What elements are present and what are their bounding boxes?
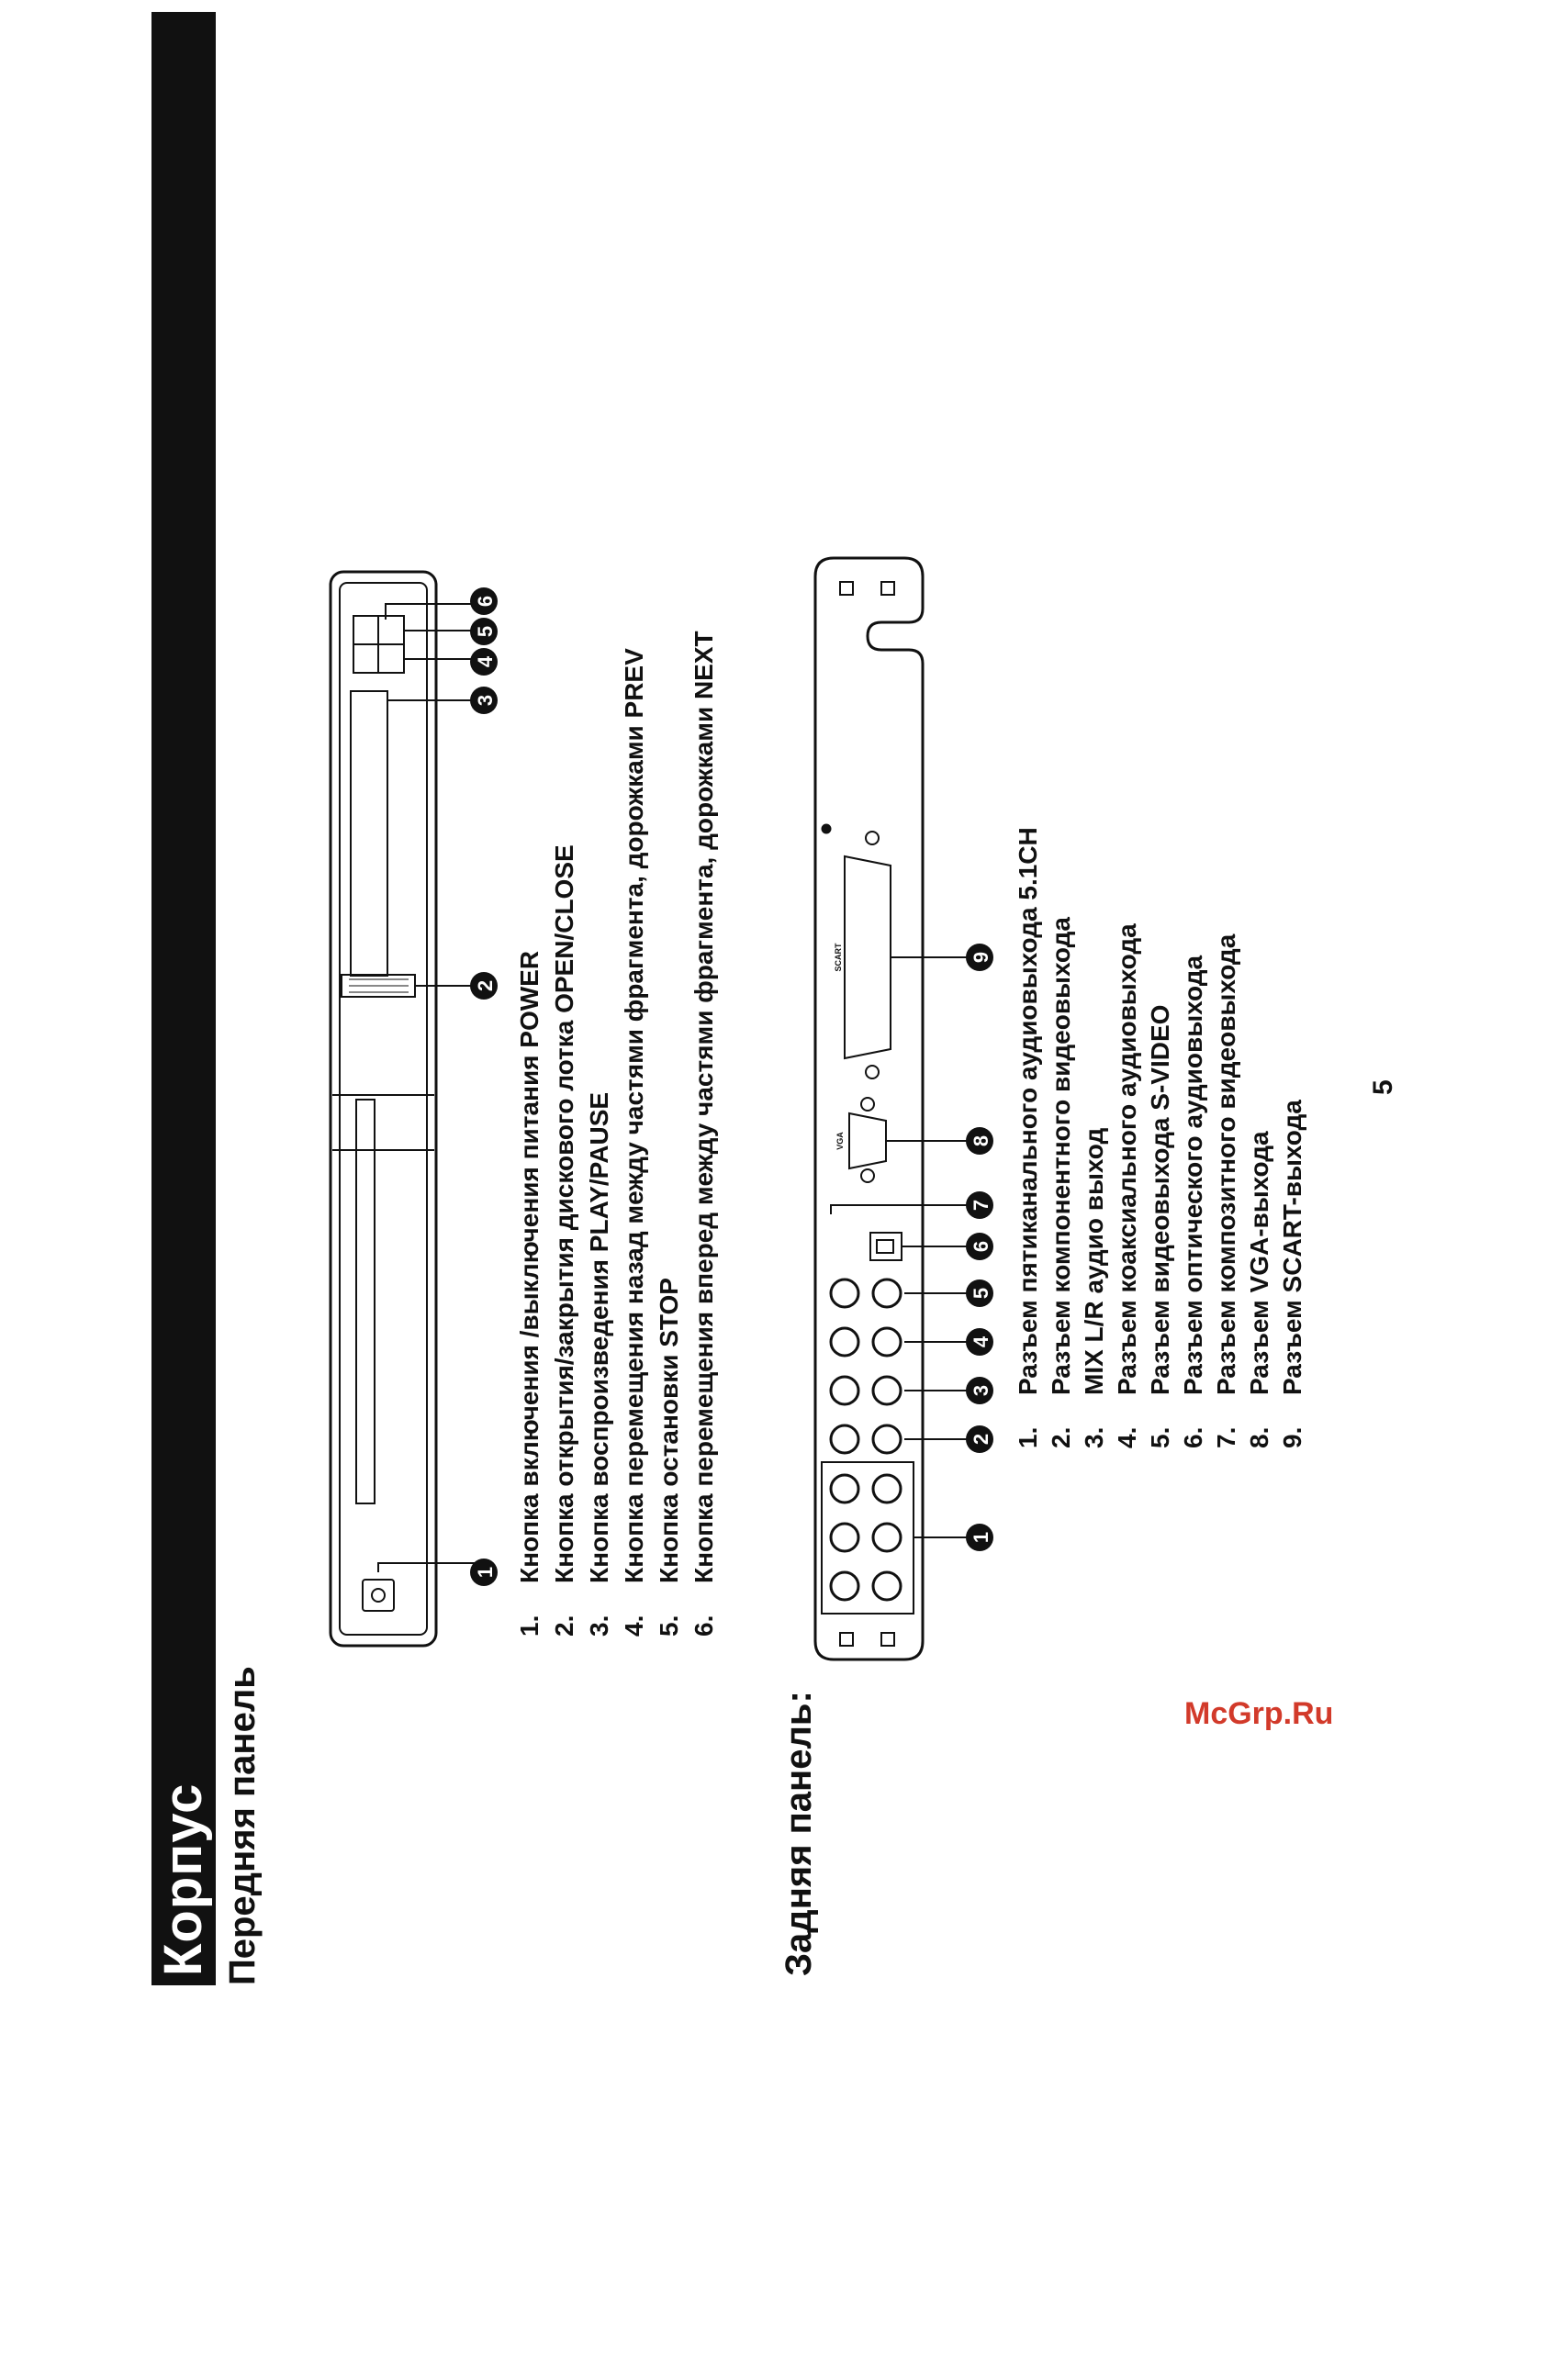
front-callout-2: 2 xyxy=(474,980,497,991)
rear-callout-3: 3 xyxy=(970,1385,992,1396)
front-callouts: 1 2 3 4 5 6 xyxy=(470,587,498,1586)
list-item: 1.Разъем пятиканального аудиовыхода 5.1C… xyxy=(1014,827,1042,1448)
rear-panel-outline xyxy=(813,556,925,1661)
rear-callout-1: 1 xyxy=(970,1532,992,1543)
scart-port-label: SCART xyxy=(834,943,843,972)
front-callout-6: 6 xyxy=(474,596,497,607)
rear-callout-7: 7 xyxy=(970,1200,992,1211)
rear-callout-8: 8 xyxy=(970,1135,992,1146)
power-button-icon xyxy=(362,1579,395,1612)
rear-callouts: 1 2 3 4 5 6 7 8 9 xyxy=(966,944,993,1551)
rear-callout-4: 4 xyxy=(970,1335,992,1347)
list-item: 5.Разъем видеовыхода S-VIDEO xyxy=(1146,1004,1174,1448)
list-item: 3.MIX L/R аудио выход xyxy=(1080,1127,1108,1448)
front-callout-5: 5 xyxy=(474,626,497,637)
rear-callout-6: 6 xyxy=(970,1241,992,1252)
front-callout-4: 4 xyxy=(474,655,497,667)
list-item: 4.Разъем коаксиального аудиовыхода xyxy=(1113,923,1141,1448)
scart-port xyxy=(844,855,891,1060)
rear-callout-2: 2 xyxy=(970,1434,992,1445)
optical-port xyxy=(869,1232,902,1261)
list-item: 9.Разъем SCART-выхода xyxy=(1278,1100,1306,1448)
vga-port xyxy=(848,1112,887,1170)
list-item: 8.Разъем VGA-выхода xyxy=(1245,1131,1273,1448)
vga-port-label: VGA xyxy=(835,1132,845,1150)
front-callout-3: 3 xyxy=(474,695,497,706)
front-callout-1: 1 xyxy=(474,1567,497,1578)
front-panel-outline xyxy=(329,570,438,1648)
rear-callout-5: 5 xyxy=(970,1288,992,1299)
rear-callout-9: 9 xyxy=(970,952,992,963)
page-number: 5 xyxy=(1368,1079,1398,1095)
disc-tray-slot xyxy=(355,1099,376,1504)
display-window xyxy=(350,690,388,977)
watermark: McGrp.Ru xyxy=(1184,1696,1334,1731)
list-item: 6.Разъем оптического аудиовыхода xyxy=(1179,955,1207,1448)
list-item: 2.Разъем компонентного видеовыхода xyxy=(1047,917,1075,1448)
list-item: 7.Разъем композитного видеовыхода xyxy=(1212,933,1240,1448)
